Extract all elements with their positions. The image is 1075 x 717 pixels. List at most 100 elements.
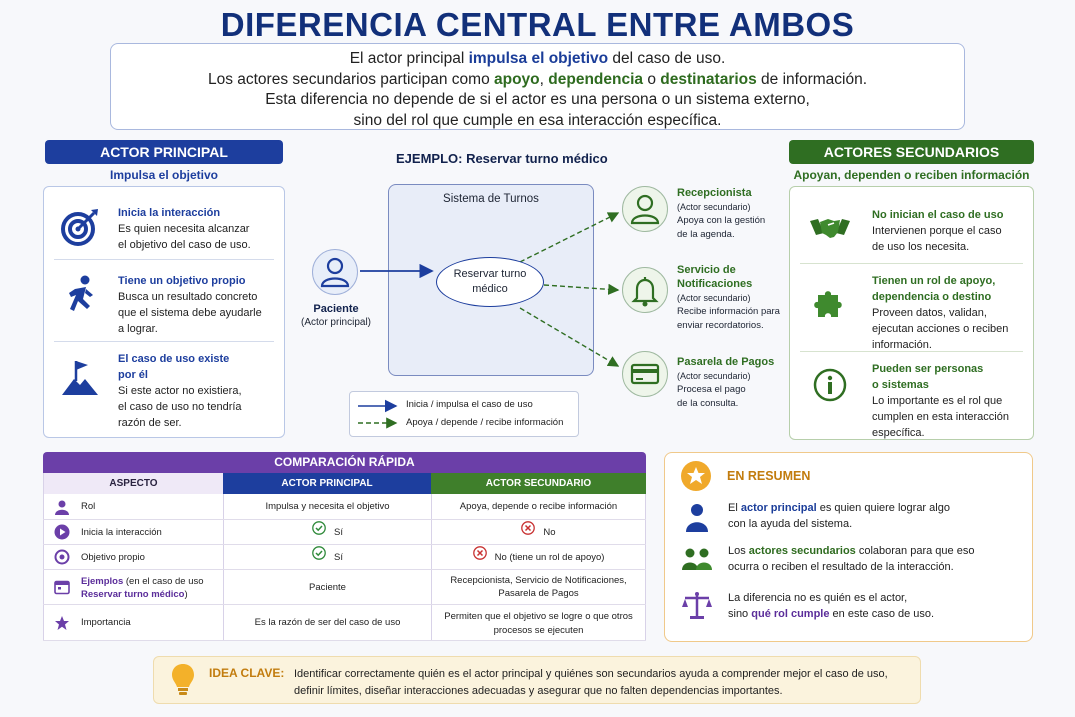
diagram-title: EJEMPLO: Reservar turno médico [396, 151, 608, 166]
play-icon [54, 524, 70, 540]
association-notificaciones [543, 283, 620, 295]
recepcionista-desc: de la agenda. [677, 229, 735, 240]
summary-box: El actor principal impulsa el objetivo d… [110, 43, 965, 130]
secondary-item-title: dependencia o destino [872, 291, 992, 303]
check-icon [312, 545, 326, 570]
summary-line-3: Esta diferencia no depende de si el acto… [265, 91, 810, 108]
paciente-label: Paciente (Actor principal) [298, 302, 374, 330]
row-aspect: Inicia la interacción [81, 527, 162, 538]
resumen-point-1: El actor principal es quien quiere logra… [728, 502, 950, 530]
calendar-icon [54, 579, 70, 595]
secondary-item-title: No inician el caso de uso [872, 209, 1004, 221]
table-row: Importancia Es la razón de ser del caso … [43, 605, 646, 641]
divider [54, 259, 274, 260]
puzzle-icon [808, 285, 852, 329]
principal-item-text: Busca un resultado concreto [118, 291, 258, 303]
pagos-label: Pasarela de Pagos (Actor secundario) Pro… [677, 355, 774, 411]
system-label: Sistema de Turnos [443, 193, 539, 205]
pagos-desc: Procesa el pago [677, 384, 746, 395]
principal-item-text: el caso de uso no tendría [118, 401, 242, 413]
x-icon [521, 520, 536, 545]
bell-icon [631, 277, 659, 307]
row-secondary: Apoya, depende o recibe información [431, 494, 646, 519]
principal-item-text: a lograr. [118, 323, 158, 335]
secondary-item-title: o sistemas [872, 379, 929, 391]
paciente-role: (Actor principal) [300, 317, 372, 328]
row-principal: Sí [223, 520, 431, 544]
secondary-item-title: Tienen un rol de apoyo, [872, 275, 996, 287]
pagos-desc: de la consulta. [677, 398, 739, 409]
summary-line-2: Los actores secundarios participan como … [207, 70, 868, 88]
notificaciones-name: Servicio de [677, 264, 736, 276]
secondary-item-text: Intervienen porque el caso [872, 225, 1002, 237]
principal-item-title: Inicia la interacción [118, 207, 221, 219]
comparison-header-aspect: ASPECTO [43, 473, 223, 494]
pagos-name: Pasarela de Pagos [677, 356, 775, 368]
legend-lines [358, 399, 398, 429]
actor-notificaciones [622, 267, 668, 313]
actor-recepcionista [622, 186, 668, 232]
principal-item-title: El caso de uso existe [118, 353, 230, 365]
idea-clave-text: Identificar correctamente quién es el ac… [294, 668, 888, 697]
secondary-item-text: información. [872, 339, 932, 351]
principal-item-title: por él [118, 369, 148, 381]
actor-principal-panel: Inicia la interacción Es quien necesita … [43, 186, 285, 438]
use-case-label: Reservar turno [453, 268, 527, 280]
divider [54, 341, 274, 342]
row-secondary: No [431, 520, 646, 544]
principal-item-text: que el sistema debe ayudarle [118, 307, 262, 319]
page-title: DIFERENCIA CENTRAL ENTRE AMBOS [220, 6, 855, 43]
secondary-item-text: ejecutan acciones o reciben [872, 323, 1009, 335]
actor-principal-header: ACTOR PRINCIPAL [45, 140, 283, 164]
info-icon [808, 363, 852, 407]
recepcionista-role: (Actor secundario) [677, 202, 751, 212]
row-principal: Sí [223, 545, 431, 569]
principal-item-text: Es quien necesita alcanzar [118, 223, 250, 235]
idea-clave-banner [153, 656, 921, 704]
diagram-legend: Inicia / impulsa el caso de uso Apoya / … [349, 391, 579, 437]
person-icon [630, 194, 660, 225]
idea-clave-label: IDEA CLAVE: [209, 666, 285, 680]
resumen-point-3: La diferencia no es quién es el actor, s… [728, 592, 935, 620]
use-case-label: médico [472, 283, 508, 295]
handshake-icon [808, 207, 852, 251]
credit-card-icon [630, 363, 660, 385]
lightbulb-icon [170, 662, 196, 703]
recepcionista-desc: Apoya con la gestión [677, 215, 766, 226]
association-pagos [519, 307, 620, 367]
scale-icon [681, 590, 713, 625]
resumen-panel [664, 452, 1033, 642]
notificaciones-desc: enviar recordatorios. [677, 320, 764, 331]
secondary-item-text: cumplen en esta interacción [872, 411, 1009, 423]
actor-pagos [622, 351, 668, 397]
principal-item-text: Si este actor no existiera, [118, 385, 242, 397]
running-person-icon [58, 273, 102, 317]
association-recepcionista [519, 212, 620, 263]
principal-item-title: Tiene un objetivo propio [118, 275, 246, 287]
legend-dashed-label: Apoya / depende / recibe información [406, 417, 564, 428]
secondary-item-text: Proveen datos, validan, [872, 307, 987, 319]
row-principal: Impulsa y necesita el objetivo [223, 494, 431, 519]
target-icon [58, 205, 102, 249]
secondary-item-text: de uso los necesita. [872, 241, 970, 253]
use-case-ellipse: Reservar turno médico [436, 257, 544, 307]
recepcionista-name: Recepcionista [677, 187, 752, 199]
actores-secundarios-header: ACTORES SECUNDARIOS [789, 140, 1034, 164]
actores-secundarios-panel: No inician el caso de uso Intervienen po… [789, 186, 1034, 440]
secondary-item-title: Pueden ser personas [872, 363, 984, 375]
person-icon [320, 257, 350, 288]
notificaciones-label: Servicio de Notificaciones (Actor secund… [677, 263, 780, 333]
row-principal: Es la razón de ser del caso de uso [223, 605, 431, 640]
x-icon [472, 545, 487, 570]
secondary-item-text: específica. [872, 427, 925, 439]
notificaciones-name: Notificaciones [677, 278, 753, 290]
notificaciones-role: (Actor secundario) [677, 293, 751, 303]
table-row: Objetivo propio Sí No (tiene un rol de a… [43, 545, 646, 570]
person-icon [54, 499, 70, 515]
row-secondary: Recepcionista, Servicio de Notificacione… [431, 570, 646, 604]
divider [800, 263, 1023, 264]
star-icon [54, 615, 70, 631]
